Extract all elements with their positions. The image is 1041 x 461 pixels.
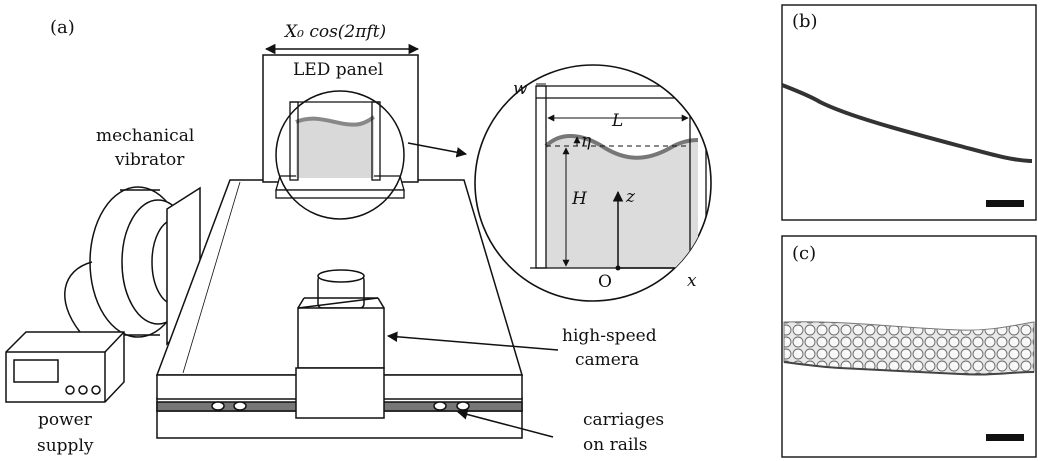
vibrator-label: vibrator: [114, 150, 185, 170]
on-rails-label: on rails: [583, 435, 647, 455]
led-panel-label: LED panel: [293, 60, 383, 80]
mechanical-label: mechanical: [96, 126, 194, 146]
carriage-wheel: [233, 401, 247, 411]
panel-c-label: (c): [792, 243, 816, 264]
scale-bar: [986, 434, 1024, 441]
w-label: w: [513, 79, 528, 99]
carriages-label: carriages: [583, 410, 664, 430]
power-supply-knob: [65, 385, 75, 395]
high-speed-label: high-speed: [562, 326, 657, 346]
forcing-label: X₀ cos(2πft): [283, 22, 386, 42]
forcing-indicator: X₀ cos(2πft): [264, 22, 420, 55]
magnifier-small-circle: [275, 90, 405, 220]
carriage-wheel: [211, 401, 225, 411]
camera-pointer: [386, 331, 559, 351]
carriage-wheel: [456, 401, 470, 411]
x-label: x: [687, 271, 697, 291]
L-label: L: [611, 111, 623, 131]
power-supply-knob: [78, 385, 88, 395]
supply-label: supply: [37, 436, 94, 456]
power-label: power: [38, 410, 93, 430]
scale-bar: [986, 200, 1024, 207]
tank-small: [275, 101, 405, 199]
panel-c: [781, 235, 1037, 458]
zoom-inset: [474, 64, 712, 302]
panel-b-label: (b): [792, 11, 818, 32]
high-speed-camera: [295, 269, 385, 419]
panel-a-label: (a): [50, 17, 75, 38]
z-label: z: [625, 187, 636, 207]
camera-label: camera: [575, 350, 639, 370]
origin-label: O: [598, 272, 612, 292]
rails-base: [156, 397, 523, 439]
carriage-wheel: [433, 401, 447, 411]
power-cable: [64, 261, 93, 333]
eta-label: η: [581, 131, 592, 151]
panel-b: [781, 4, 1037, 221]
carriages-pointer: [456, 409, 554, 438]
power-supply-display: [13, 359, 59, 383]
power-supply-knob: [91, 385, 101, 395]
H-label: H: [571, 189, 588, 209]
zoom-connector: [407, 142, 468, 158]
power-supply: [5, 331, 125, 403]
